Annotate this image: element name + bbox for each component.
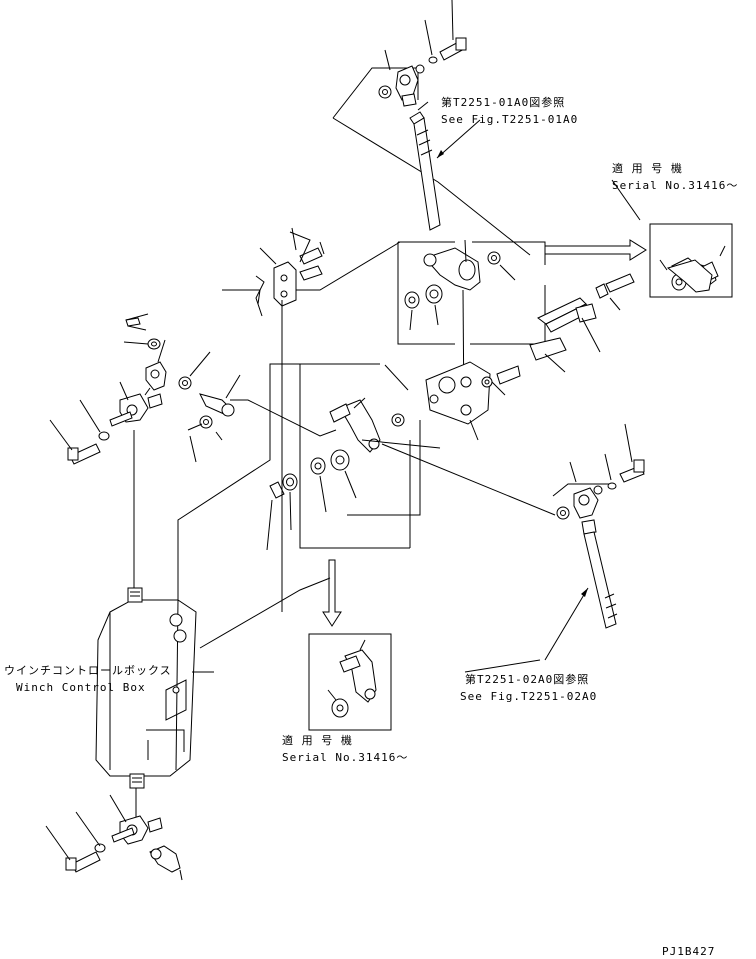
central-lever-assembly [397,239,546,421]
bracket-assembly [222,227,401,612]
shaft-assembly [489,273,635,396]
serial-bottom-en: Serial No.31416〜 [282,751,409,764]
serial-right-en: Serial No.31416〜 [612,179,739,192]
lower-linkage [45,794,183,881]
center-left-assembly [266,363,556,551]
left-linkage [49,313,337,465]
linkage-lines [133,363,411,649]
ref-bottom-jp: 第T2251-02A0図参照 [465,673,590,686]
ref-top-en: See Fig.T2251-01A0 [441,113,579,126]
ref-top-jp: 第T2251-01A0図参照 [441,96,566,109]
arrow-right [544,239,647,261]
drawing-number: PJ1B427 [662,945,716,958]
serial-box-right [649,223,733,298]
serial-box-bottom [308,633,392,731]
arrow-down [322,559,342,627]
serial-bottom-jp: 適 用 号 機 [282,734,353,747]
winch-control-box [95,587,197,820]
winch-label-en: Winch Control Box [16,681,146,694]
right-rod-assembly [544,423,645,661]
winch-label-jp: ウインチコントロールボックス [4,664,172,677]
ref-bottom-en: See Fig.T2251-02A0 [460,690,598,703]
boss-block [384,361,521,441]
serial-right-jp: 適 用 号 機 [612,162,683,175]
leader-lines [192,101,641,673]
top-rod-assembly [332,0,531,256]
